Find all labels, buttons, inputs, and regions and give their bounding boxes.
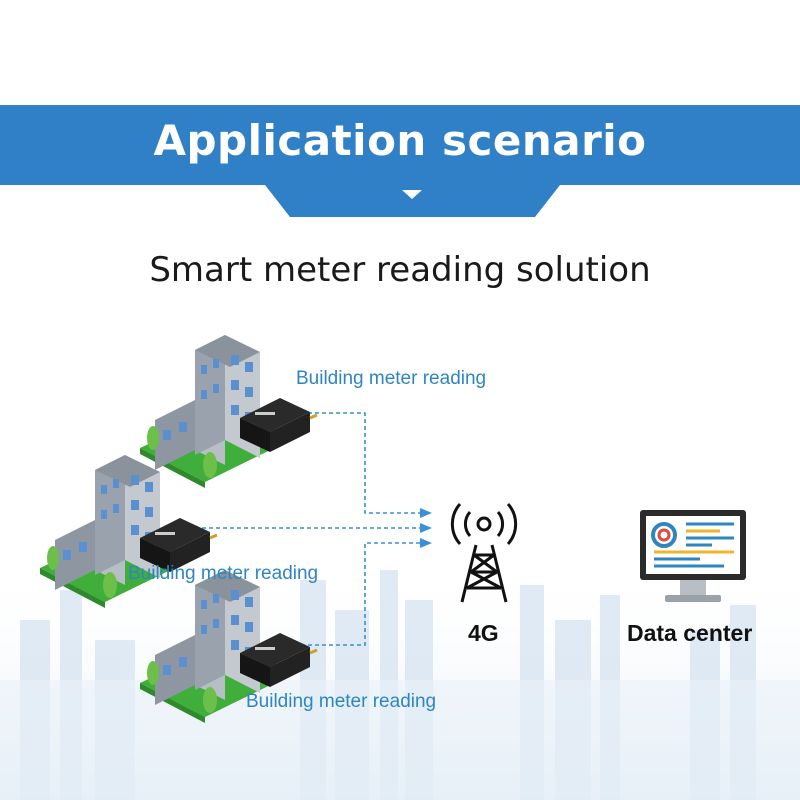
chevron-down-icon <box>402 190 422 199</box>
arrowheads <box>420 508 432 548</box>
tower-label: 4G <box>468 620 499 646</box>
building-label-1: Building meter reading <box>296 368 487 389</box>
header-banner <box>0 105 800 217</box>
building-icon-1 <box>138 333 319 490</box>
connection-lines <box>188 412 420 646</box>
diagram-subtitle: Smart meter reading solution <box>149 250 651 290</box>
monitor-icon <box>640 510 746 602</box>
page-title: Application scenario <box>153 116 647 165</box>
building-label-3: Building meter reading <box>246 691 437 712</box>
datacenter-label: Data center <box>627 620 753 646</box>
cell-tower-icon <box>450 503 518 603</box>
building-label-2: Building meter reading <box>128 563 319 584</box>
